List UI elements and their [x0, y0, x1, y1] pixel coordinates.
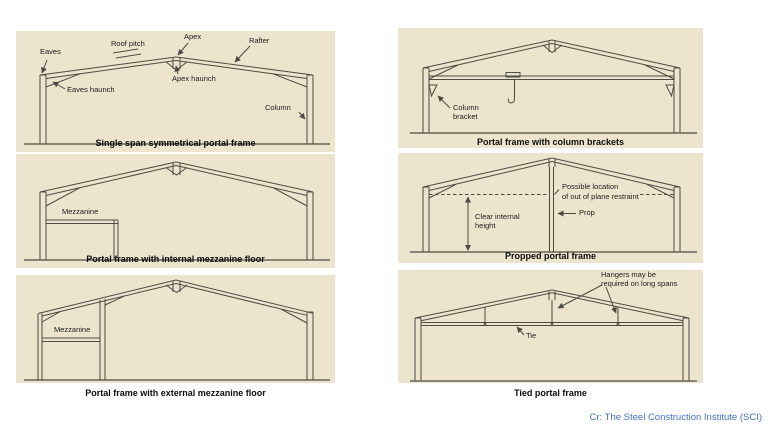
columns: [422, 186, 681, 252]
panel-column-brackets: Column bracket Portal frame with column …: [398, 28, 703, 148]
crane-beam: [429, 75, 674, 80]
panel-title-propped: Propped portal frame: [504, 251, 596, 261]
label-hangers-line2: required on long spans: [601, 279, 678, 288]
apex-detail: [165, 163, 188, 176]
label-apex: Apex: [184, 32, 202, 41]
haunches: [41, 295, 308, 324]
panel-internal-mezzanine: Mezzanine Portal frame with internal mez…: [16, 154, 335, 268]
panel-title-external-mezzanine: Portal frame with external mezzanine flo…: [85, 388, 266, 398]
rafter-top: [39, 161, 314, 193]
label-roof-pitch: Roof pitch: [111, 39, 145, 48]
eaves-haunches: [428, 183, 675, 199]
label-tie: Tie: [526, 331, 537, 340]
panel-title-internal-mezzanine: Portal frame with internal mezzanine flo…: [86, 254, 265, 264]
rafter-bottom: [420, 292, 684, 322]
rafter-top: [39, 56, 314, 76]
column-brackets-frame-drawing: [410, 39, 697, 134]
label-rafter: Rafter: [249, 36, 270, 45]
rafter-bottom: [41, 282, 308, 317]
eaves-haunches: [45, 187, 308, 207]
label-eaves-haunch: Eaves haunch: [67, 85, 115, 94]
internal-mezzanine-frame-drawing: [24, 161, 330, 261]
eaves-haunch-arrow: [52, 81, 66, 90]
apex-arrow: [177, 42, 189, 56]
eaves-haunches: [45, 73, 308, 88]
label-mezzanine: Mezzanine: [62, 207, 99, 216]
prop-member: [549, 167, 554, 252]
panel-title-tied: Tied portal frame: [514, 388, 587, 398]
roof-pitch-marks: [112, 48, 142, 59]
hangers-arrow-left: [557, 284, 603, 309]
rafter-bottom: [45, 164, 308, 196]
propped-frame-drawing: [410, 157, 697, 253]
label-column-bracket-line2: bracket: [453, 112, 478, 121]
credit-text: Cr: The Steel Construction Institute (SC…: [589, 412, 762, 423]
crane-trolley: [505, 72, 521, 78]
rafter-bottom: [428, 42, 675, 72]
label-restraint-line2: of out of plane restraint: [562, 191, 639, 201]
crane-hook: [507, 79, 515, 104]
rafter-top: [422, 39, 681, 69]
hangers: [484, 300, 619, 323]
column-brackets: [428, 84, 675, 98]
label-column: Column: [265, 103, 291, 112]
rafter-bottom: [428, 160, 675, 191]
label-eaves: Eaves: [40, 47, 61, 56]
columns: [422, 67, 681, 133]
label-mezzanine: Mezzanine: [54, 325, 91, 334]
apex-detail: [165, 281, 188, 294]
label-column-bracket-line1: Column: [453, 103, 479, 112]
label-clear-height-line1: Clear internal: [475, 212, 520, 221]
tie-arrow: [516, 326, 525, 336]
label-hangers-line1: Hangers may be: [601, 270, 657, 279]
single-span-frame-drawing: [24, 42, 330, 145]
tied-frame-drawing: [410, 284, 697, 382]
columns: [39, 191, 314, 260]
rafter-top: [414, 289, 690, 319]
apex-haunch-arrow: [174, 65, 181, 75]
label-clear-height-line2: height: [475, 221, 496, 230]
panel-tied-frame: Hangers may be required on long spans Ti…: [398, 270, 703, 398]
rafter-top: [422, 157, 681, 188]
rafter-top: [37, 279, 314, 314]
right-column: [306, 311, 314, 380]
bracket-arrow: [437, 95, 451, 109]
hanger-connection-marks: [482, 321, 621, 327]
label-restraint-line1: Possible location: [562, 182, 619, 191]
panel-single-span-portal-frame: Eaves Roof pitch Apex Rafter Apex haunch…: [16, 31, 335, 152]
rafter-arrow: [234, 45, 251, 63]
apex-detail: [548, 291, 556, 300]
label-apex-haunch: Apex haunch: [172, 74, 216, 83]
intermediate-column: [99, 298, 106, 380]
mezzanine-floor: [42, 337, 100, 342]
panel-propped-frame: Possible location of out of plane restra…: [398, 153, 703, 263]
panel-external-mezzanine: Mezzanine Portal frame with external mez…: [16, 275, 335, 398]
eaves-haunches: [428, 64, 675, 80]
label-prop: Prop: [579, 208, 595, 217]
restraint-tick: [554, 189, 560, 195]
external-mezzanine-frame-drawing: [24, 279, 330, 381]
panel-title-column-brackets: Portal frame with column brackets: [476, 137, 625, 147]
column-arrow: [298, 111, 306, 120]
eaves-arrow: [41, 59, 48, 74]
apex-detail: [548, 159, 556, 167]
outer-left-column: [37, 313, 43, 380]
panel-title-single-span: Single span symmetrical portal frame: [95, 138, 256, 148]
mezzanine-structure: [46, 219, 119, 260]
apex-detail: [542, 41, 563, 54]
rafter-bottom: [45, 59, 308, 79]
hangers-arrow-right: [605, 286, 617, 314]
columns: [414, 317, 690, 381]
